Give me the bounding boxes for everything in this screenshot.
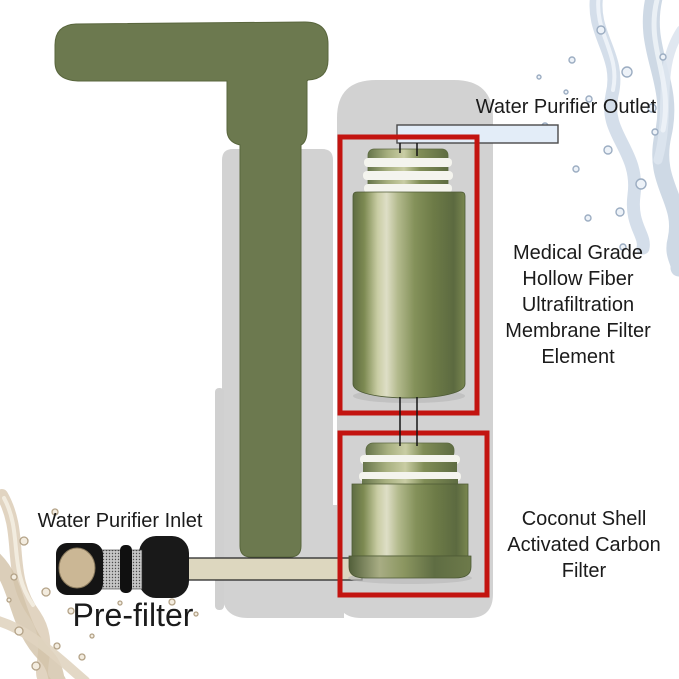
- membrane-label-line: Membrane Filter: [505, 320, 651, 342]
- membrane-filter-element: [352, 148, 466, 403]
- highlight-box-membrane: [337, 134, 480, 416]
- membrane-label-line: Element: [541, 346, 615, 368]
- membrane-label-line: Hollow Fiber: [522, 268, 634, 290]
- carbon-label-line: Coconut Shell: [521, 508, 647, 530]
- inlet-label: Water Purifier Inlet: [37, 510, 203, 532]
- inlet-tube: [181, 557, 363, 581]
- outlet-label: Water Purifier Outlet: [475, 96, 657, 118]
- carbon-label: Coconut Shell Activated Carbon Filter: [494, 506, 674, 584]
- flow-lines: [399, 143, 418, 446]
- water-splash-bottom-left-icon: [0, 489, 199, 679]
- pre-filter-assembly: [56, 536, 189, 598]
- membrane-label-line: Ultrafiltration: [521, 294, 635, 316]
- pump-handle: [54, 21, 329, 558]
- carbon-label-line: Filter: [561, 560, 607, 582]
- prefilter-label: Pre-filter: [72, 597, 194, 633]
- highlight-box-carbon: [337, 430, 490, 598]
- carbon-filter: [348, 442, 472, 584]
- carbon-label-line: Activated Carbon: [507, 534, 661, 556]
- membrane-label: Medical Grade Hollow Fiber Ultrafiltrati…: [487, 240, 669, 370]
- membrane-label-line: Medical Grade: [512, 242, 644, 264]
